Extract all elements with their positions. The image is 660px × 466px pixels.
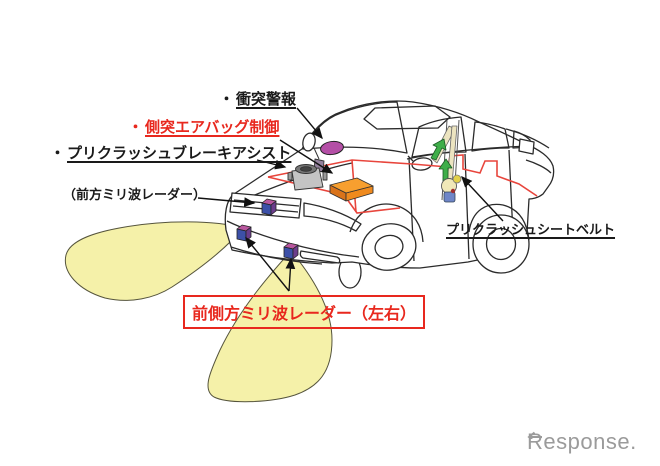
collision-warning-indicator	[320, 140, 344, 156]
rear-wheel-arch	[468, 203, 530, 241]
front-side-radar-cube-right	[283, 242, 299, 260]
b-pillar-cut	[464, 153, 470, 260]
callout-text: （前方ミリ波レーダー）	[63, 187, 207, 202]
radar-zone-left	[64, 221, 244, 301]
callout-front-side-radar-box: 前側方ミリ波レーダー（左右）	[183, 295, 425, 329]
airbag-control-unit	[329, 177, 374, 202]
rear-wheel-hub	[485, 227, 517, 261]
rear-door-window	[471, 121, 510, 152]
front-side-radar-cube-left	[236, 224, 252, 242]
callout-front-mmwave-radar: （前方ミリ波レーダー）	[63, 187, 206, 203]
callout-side-airbag-control: ・側突エアバッグ制御	[128, 119, 279, 137]
leader-arrows	[197, 107, 504, 292]
bumper-lip	[230, 246, 323, 265]
bullet: ・	[128, 119, 144, 136]
callout-text: 前側方ミリ波レーダー（左右）	[191, 306, 416, 323]
callout-text: プリクラッシュブレーキアシスト	[67, 145, 292, 162]
components	[236, 119, 462, 260]
response-logo: Response.	[527, 429, 637, 455]
front-wheel-arch	[349, 203, 424, 243]
logo-text: Response.	[527, 429, 637, 454]
car-illustration	[224, 100, 555, 289]
radar-zone-bottom	[207, 250, 333, 403]
headlight	[303, 202, 362, 232]
seatbelt-pin	[450, 188, 456, 194]
fog-slot	[299, 250, 341, 264]
arrow-seatbelt	[461, 175, 504, 222]
arrow-side-airbag	[279, 139, 334, 174]
callout-precrash-brake-assist: ・プリクラッシュブレーキアシスト	[50, 145, 291, 163]
bullet: ・	[219, 91, 235, 108]
brake-assist-actuator	[287, 164, 328, 191]
arrow-front-radar	[197, 197, 256, 208]
rear-wheel	[472, 214, 530, 274]
arrow-collision-warning	[296, 107, 323, 140]
beltline	[406, 145, 534, 160]
callout-text: 側突エアバッグ制御	[145, 119, 280, 136]
right-mirror	[411, 157, 433, 171]
sunroof	[363, 105, 451, 130]
logo-arrow-icon	[527, 431, 542, 439]
rear-bumper-line	[525, 159, 552, 174]
front-wheel-hub	[374, 234, 404, 260]
seatbelt-ball	[452, 174, 462, 184]
front-radar-cube	[261, 198, 277, 216]
callout-precrash-seatbelt: プリクラッシュシートベルト	[446, 222, 615, 238]
radar-zones	[64, 221, 333, 403]
seatbelt-buckle	[443, 191, 456, 203]
callout-collision-warning: ・衝突警報	[219, 91, 296, 109]
arrow-side-radar-right	[285, 257, 296, 292]
bullet: ・	[50, 145, 66, 162]
callout-text: プリクラッシュシートベルト	[446, 222, 616, 237]
arrow-brake-assist	[256, 159, 287, 170]
tail-light	[518, 138, 535, 155]
arrow-side-radar-left	[245, 236, 290, 292]
precrash-seatbelt-mechanism	[430, 119, 462, 203]
trunk-crease	[505, 128, 550, 149]
windshield	[302, 101, 408, 154]
callout-text: 衝突警報	[236, 91, 297, 108]
front-wheel	[361, 223, 417, 271]
green-arrow-upper	[430, 138, 447, 161]
right-mirror-stem	[407, 155, 414, 162]
